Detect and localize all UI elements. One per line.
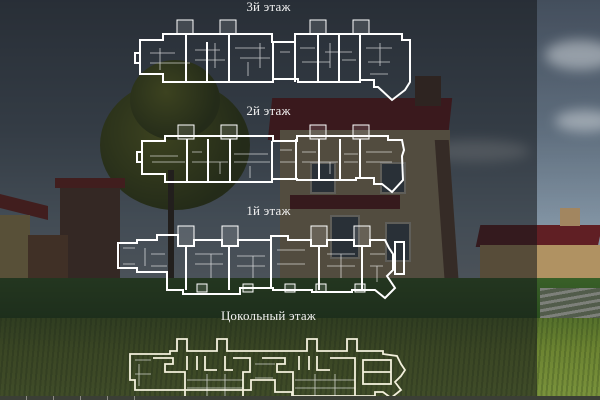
floor-title-2: 2й этаж: [246, 103, 291, 118]
cloud: [545, 40, 600, 70]
thumbnail[interactable]: [108, 396, 135, 400]
floor-plan-basement[interactable]: [125, 334, 415, 400]
floor-plan-2[interactable]: [130, 122, 420, 198]
floor-plan-icon: [134, 19, 411, 102]
floor-plan-icon: [136, 124, 406, 194]
thumbnail[interactable]: [54, 396, 81, 400]
thumbnail[interactable]: [0, 396, 27, 400]
chimney: [560, 208, 580, 226]
floor-plan-1[interactable]: [115, 225, 425, 300]
light-overlay: [537, 0, 600, 400]
floor-title-3: 3й этаж: [246, 0, 291, 14]
floor-title-basement: Цокольный этаж: [221, 308, 316, 323]
dark-overlay: [0, 0, 537, 400]
floor-plan-3[interactable]: [130, 18, 420, 102]
thumbnail[interactable]: [27, 396, 54, 400]
stairs: [540, 288, 600, 318]
thumbnail[interactable]: [81, 396, 108, 400]
bottom-bar: [0, 396, 600, 400]
cloud: [555, 110, 600, 132]
floor-plan-icon: [117, 225, 405, 300]
floor-title-1: 1й этаж: [246, 203, 291, 218]
floor-plan-icon: [129, 338, 407, 400]
